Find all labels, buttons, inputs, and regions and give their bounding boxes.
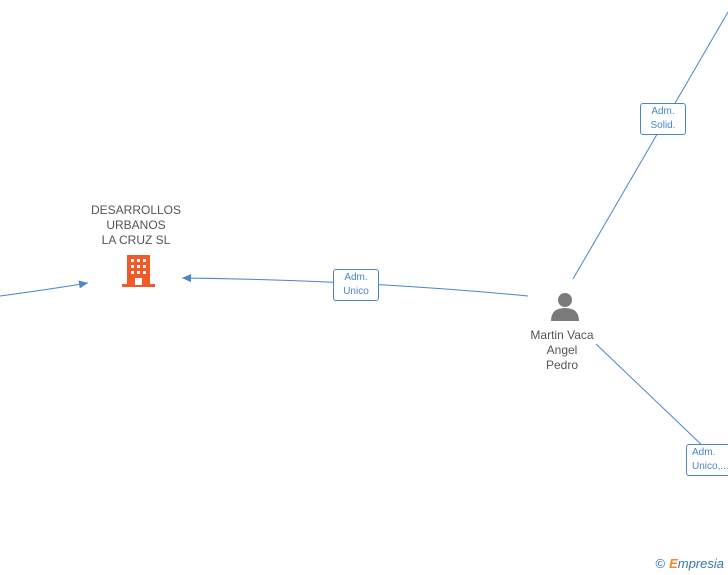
brand-watermark: ©Empresia xyxy=(655,556,724,571)
company-name-line-3: LA CRUZ SL xyxy=(101,233,171,247)
edge-label-line-1: Adm. xyxy=(344,272,368,283)
company-name-line-2: URBANOS xyxy=(106,218,166,232)
edge-label-line-1: Adm. xyxy=(651,106,675,117)
person-name[interactable]: Martin Vaca Angel Pedro xyxy=(512,328,612,373)
brand-initial: E xyxy=(669,556,678,571)
brand-rest: mpresia xyxy=(677,556,724,571)
edge-label-adm-unico: Adm. Unico xyxy=(333,269,379,301)
edge-label-adm-solid: Adm. Solid. xyxy=(640,103,686,135)
edge-incoming-left xyxy=(0,280,89,297)
edge-label-line-2: Unico xyxy=(343,286,369,297)
company-name-line-1: DESARROLLOS xyxy=(90,203,182,217)
copyright-icon: © xyxy=(655,556,666,571)
person-name-line-3: Pedro xyxy=(545,358,579,372)
person-name-line-1: Martin Vaca xyxy=(530,328,594,342)
edge-label-line-2: Unico,... xyxy=(692,461,728,472)
person-name-line-2: Angel xyxy=(546,343,578,357)
edge-label-line-1: Adm. xyxy=(692,447,716,458)
person-icon[interactable] xyxy=(551,293,579,321)
building-icon[interactable] xyxy=(122,255,155,287)
edge-label-line-2: Solid. xyxy=(650,120,676,131)
company-name[interactable]: DESARROLLOS URBANOS LA CRUZ SL xyxy=(76,203,196,248)
edge-label-adm-unico-cut: Adm. Unico,... xyxy=(686,444,728,476)
edge-person-to-top-right xyxy=(572,11,728,280)
